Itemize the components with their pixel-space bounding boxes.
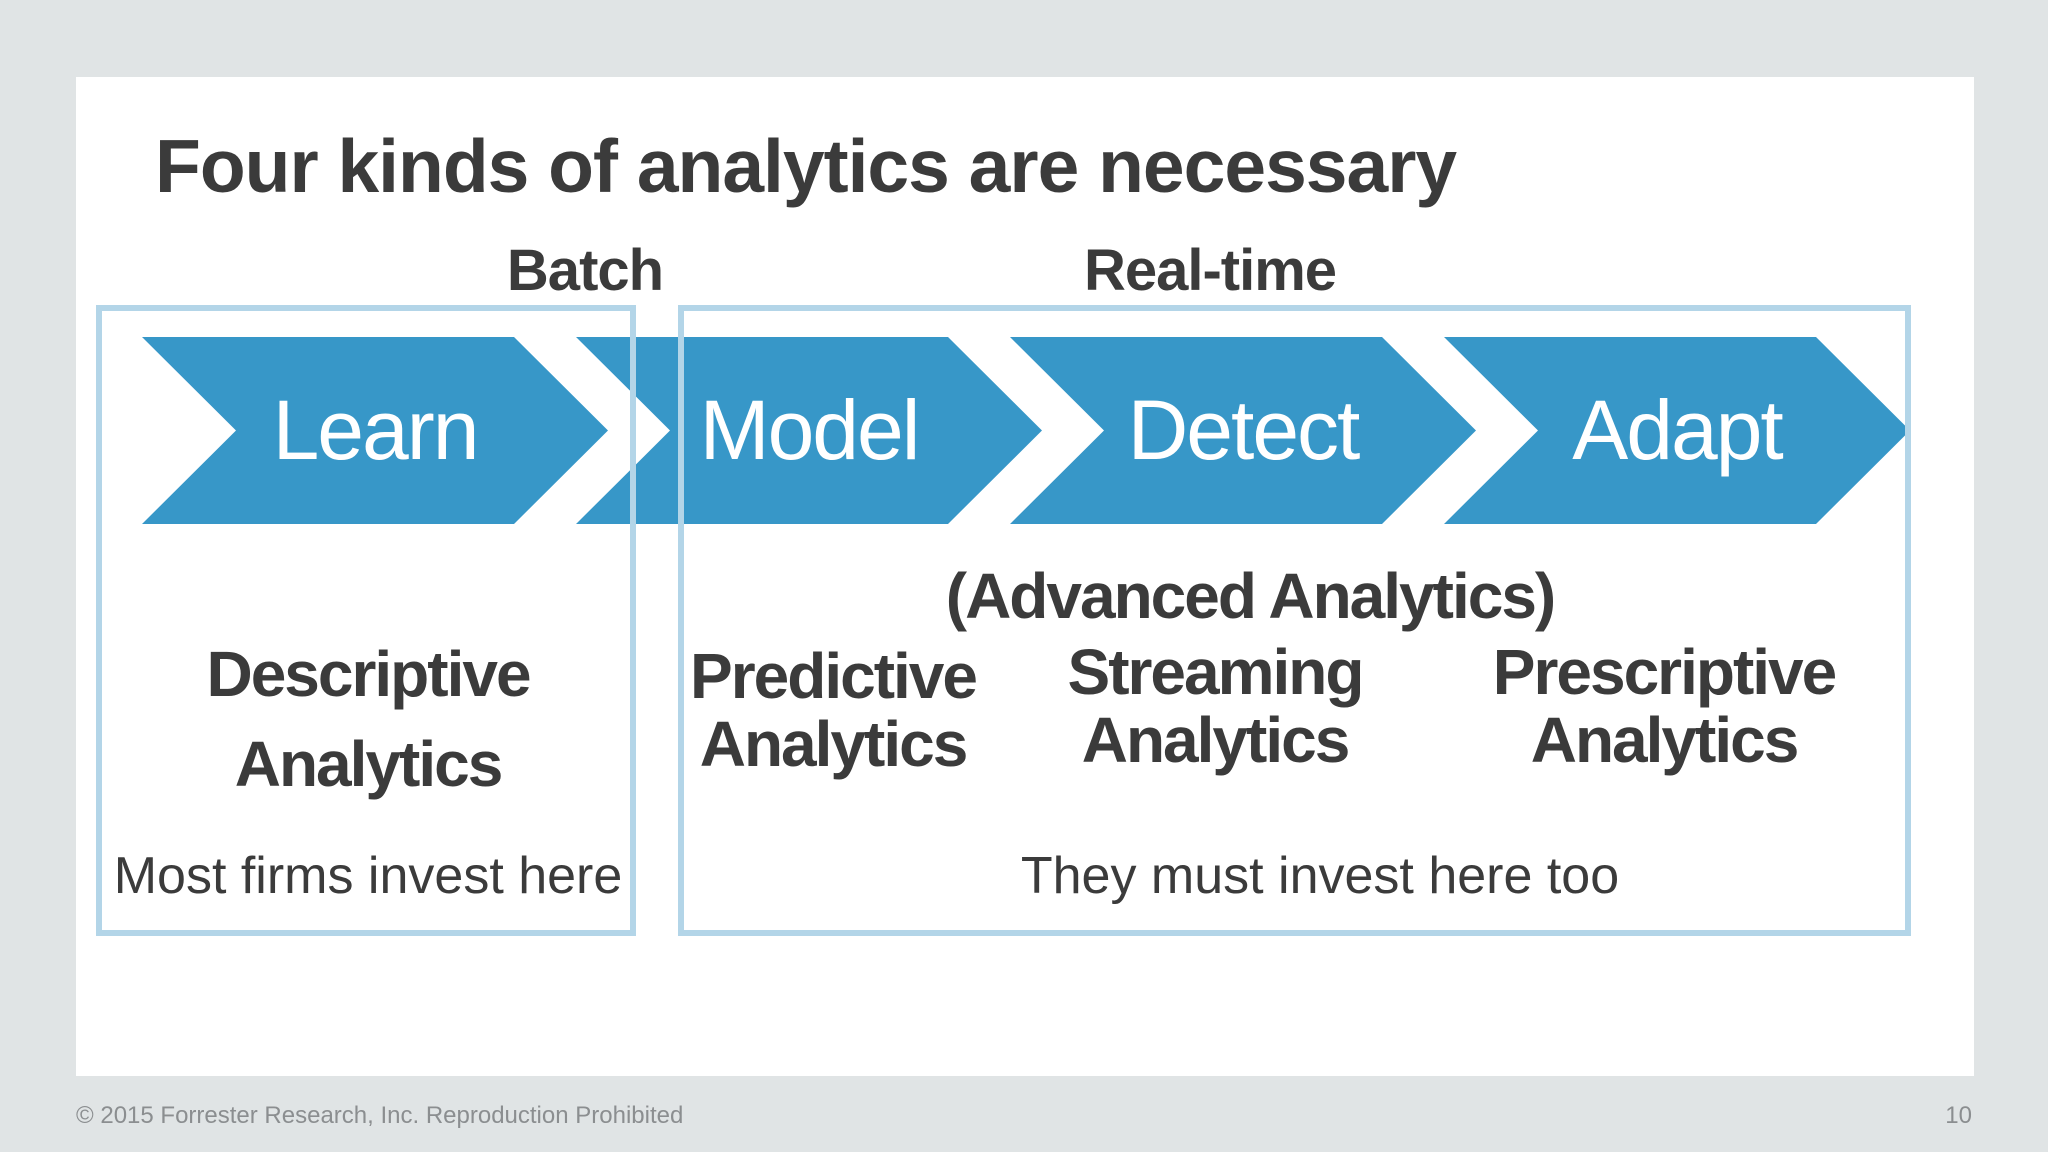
realtime-invest-note: They must invest here too (1020, 847, 1620, 905)
descriptive-analytics-label: Descriptive Analytics (206, 629, 531, 809)
descriptive-analytics-line1: Descriptive (206, 638, 531, 710)
slide-title: Four kinds of analytics are necessary (155, 124, 1457, 208)
predictive-analytics-label: Predictive Analytics (690, 640, 978, 780)
streaming-analytics-line2: Analytics (1081, 704, 1351, 776)
prescriptive-analytics-line1: Prescriptive (1492, 636, 1837, 708)
slide-background (76, 77, 1974, 1076)
prescriptive-analytics-label: Prescriptive Analytics (1492, 636, 1837, 776)
batch-group-label: Batch (506, 238, 664, 303)
streaming-analytics-label: Streaming Analytics (1067, 636, 1365, 776)
predictive-analytics-line2: Analytics (699, 708, 969, 780)
chevron-detect-label: Detect (1127, 383, 1359, 477)
footer-page-number: 10 (1945, 1102, 1972, 1129)
chevron-learn-label: Learn (272, 383, 478, 477)
predictive-analytics-line1: Predictive (690, 640, 978, 712)
prescriptive-analytics-line2: Analytics (1530, 704, 1800, 776)
descriptive-analytics-line2: Analytics (234, 728, 504, 800)
chevron-model-label: Model (699, 383, 919, 477)
chevron-adapt-label: Adapt (1572, 383, 1782, 477)
realtime-group-label: Real-time (1083, 238, 1337, 303)
advanced-analytics-label: (Advanced Analytics) (945, 560, 1556, 632)
batch-invest-note: Most firms invest here (113, 847, 623, 905)
footer-copyright: © 2015 Forrester Research, Inc. Reproduc… (76, 1102, 684, 1129)
streaming-analytics-line1: Streaming (1067, 636, 1365, 708)
